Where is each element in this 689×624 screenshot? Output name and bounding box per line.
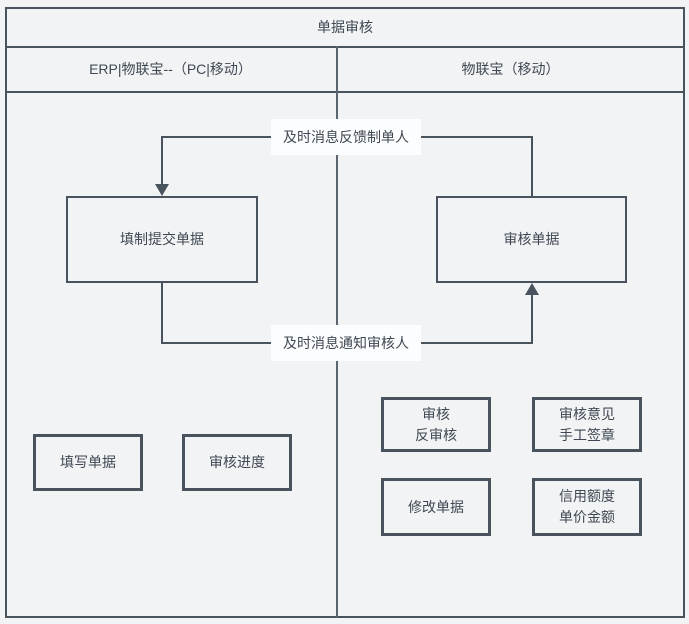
diagram-title: 单据审核	[317, 18, 373, 35]
arrow-up-into-review-box	[525, 283, 539, 295]
fill-submit-document-box: 填制提交单据	[66, 196, 258, 283]
lane-header-erp-pc-mobile: ERP|物联宝--（PC|移动）	[89, 60, 252, 77]
bottom-flow-left-vertical-line	[161, 283, 163, 344]
fill-document-box: 填写单据	[33, 434, 143, 491]
diagram-title-row: 单据审核	[5, 7, 685, 48]
modify-document-box: 修改单据	[381, 478, 491, 536]
arrow-down-into-fill-submit-box	[155, 184, 169, 196]
review-opinion-signature-box: 审核意见 手工签章	[532, 397, 642, 452]
bottom-flow-message-label: 及时消息通知审核人	[271, 325, 421, 361]
review-progress-box: 审核进度	[182, 434, 292, 491]
review-unreview-box: 审核 反审核	[381, 397, 491, 452]
bottom-flow-right-vertical-line	[531, 293, 533, 344]
lane-header-row: ERP|物联宝--（PC|移动） 物联宝（移动）	[5, 46, 685, 93]
top-flow-left-vertical-line	[161, 136, 163, 186]
lane-header-wulianbao-mobile: 物联宝（移动）	[461, 60, 560, 77]
top-flow-message-label: 及时消息反馈制单人	[271, 119, 421, 155]
review-document-box: 审核单据	[436, 196, 627, 283]
credit-limit-unit-price-box: 信用额度 单价金额	[532, 478, 642, 536]
top-flow-right-vertical-line	[531, 136, 533, 196]
